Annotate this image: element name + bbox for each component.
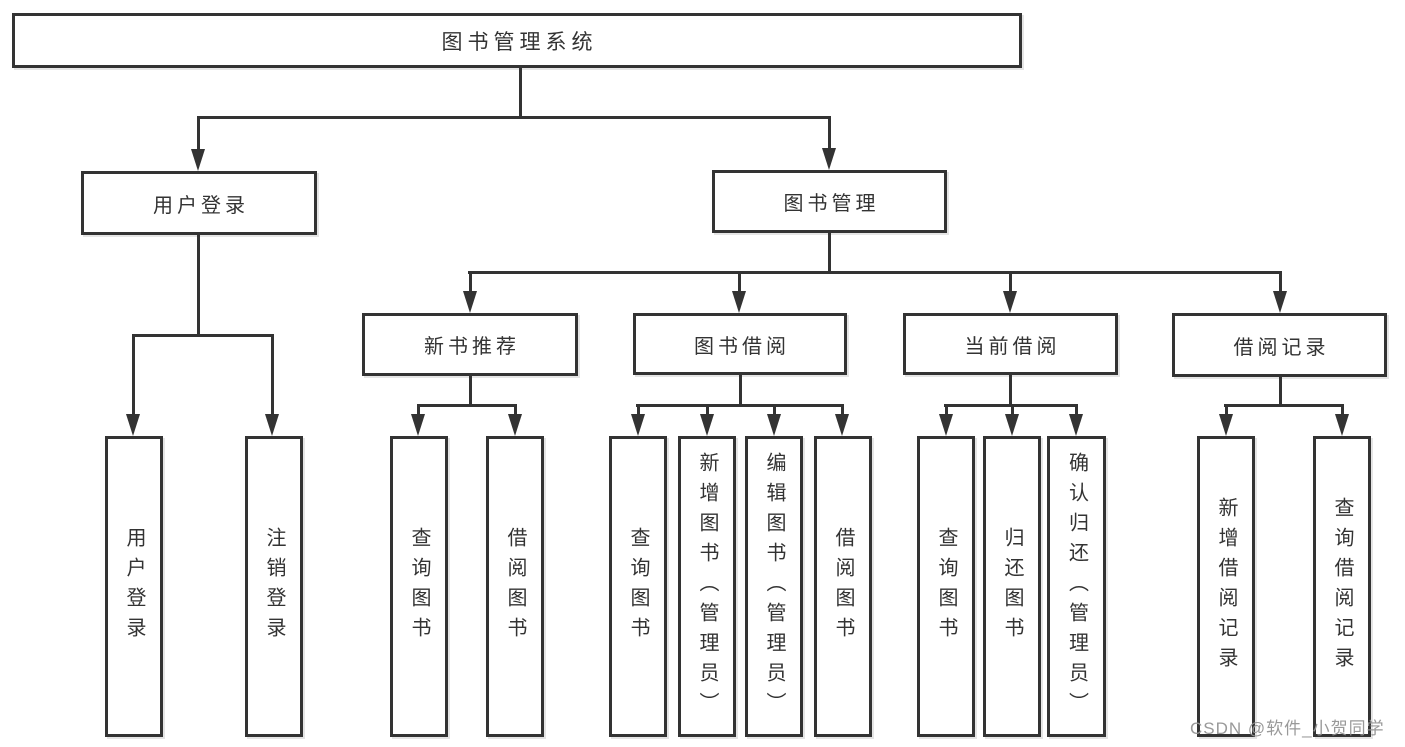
leaf-query-books-2-label: 查询图书 [627,526,649,647]
node-borrow-records: 借阅记录 [1172,313,1387,377]
leaf-edit-books-admin: 编辑图书（管理员） [745,436,803,737]
leaf-add-books-admin: 新增图书（管理员） [678,436,736,737]
connector-hline [197,116,831,119]
arrow-down-icon [939,414,953,436]
arrow-down-icon [631,414,645,436]
arrow-down-icon [1273,291,1287,313]
node-current-borrow-label: 当前借阅 [964,335,1061,358]
connector-vline [841,404,844,416]
leaf-borrow-books-2: 借阅图书 [814,436,872,737]
node-book-management-label: 图书管理 [783,193,880,215]
node-root-label: 图书管理系统 [441,30,598,54]
connector-vline [197,235,200,336]
node-new-book-recommend-label: 新书推荐 [424,336,520,358]
leaf-borrow-books-2-label: 借阅图书 [832,526,854,647]
leaf-confirm-return-admin: 确认归还（管理员） [1047,436,1106,737]
leaf-query-borrow-record-label: 查询借阅记录 [1331,496,1353,677]
arrow-down-icon [265,414,279,436]
arrow-down-icon [700,414,714,436]
connector-vline [738,271,741,293]
leaf-confirm-return-admin-label: 确认归还（管理员） [1065,451,1088,722]
connector-vline [1279,377,1282,407]
arrow-down-icon [508,414,522,436]
node-user-login: 用户登录 [81,171,317,235]
arrow-down-icon [126,414,140,436]
arrow-down-icon [767,414,781,436]
leaf-borrow-books-1-label: 借阅图书 [504,526,526,647]
leaf-edit-books-admin-label: 编辑图书（管理员） [763,451,785,722]
node-user-login-label: 用户登录 [153,194,249,217]
leaf-query-books-3: 查询图书 [917,436,975,737]
connector-vline [519,68,522,119]
leaf-query-books-2: 查询图书 [609,436,667,737]
leaf-query-books-1-label: 查询图书 [408,526,430,647]
connector-vline [1341,404,1344,416]
connector-hline [132,334,274,337]
leaf-add-books-admin-label: 新增图书（管理员） [696,451,718,722]
arrow-down-icon [1003,291,1017,313]
leaf-logout: 注销登录 [245,436,303,737]
arrow-down-icon [1005,414,1019,436]
arrow-down-icon [411,414,425,436]
leaf-logout-label: 注销登录 [263,526,285,647]
leaf-query-borrow-record: 查询借阅记录 [1313,436,1371,737]
connector-vline [945,404,948,416]
node-book-borrow: 图书借阅 [633,313,847,375]
connector-vline [1075,404,1078,416]
connector-vline [1279,271,1282,293]
leaf-add-borrow-record: 新增借阅记录 [1197,436,1255,737]
node-root: 图书管理系统 [12,13,1022,68]
connector-vline [706,404,709,416]
arrow-down-icon [822,148,836,170]
connector-vline [1009,271,1012,293]
connector-hline [636,404,844,407]
leaf-user-login-label: 用户登录 [123,526,145,647]
watermark-text: CSDN @软件_小贺同学 [1190,719,1385,738]
connector-vline [773,404,776,416]
leaf-return-books: 归还图书 [983,436,1041,737]
leaf-query-books-1: 查询图书 [390,436,448,737]
node-new-book-recommend: 新书推荐 [362,313,578,376]
arrow-down-icon [1069,414,1083,436]
connector-vline [1009,375,1012,407]
leaf-user-login: 用户登录 [105,436,163,737]
leaf-borrow-books-1: 借阅图书 [486,436,544,737]
leaf-query-books-3-label: 查询图书 [935,526,957,647]
connector-vline [1225,404,1228,416]
connector-vline [197,116,200,150]
arrow-down-icon [732,291,746,313]
connector-vline [469,376,472,407]
connector-vline [469,271,472,293]
arrow-down-icon [463,291,477,313]
connector-vline [739,375,742,407]
node-book-management: 图书管理 [712,170,947,233]
node-borrow-records-label: 借阅记录 [1233,336,1330,359]
arrow-down-icon [191,149,205,171]
connector-hline [468,271,1282,274]
connector-vline [828,116,831,150]
node-book-borrow-label: 图书借阅 [694,335,790,358]
connector-vline [514,404,517,416]
connector-hline [1224,404,1344,407]
connector-vline [417,404,420,416]
connector-vline [828,233,831,274]
connector-vline [132,334,135,416]
connector-vline [271,334,274,416]
arrow-down-icon [835,414,849,436]
connector-vline [1011,404,1014,416]
leaf-return-books-label: 归还图书 [1001,526,1023,647]
connector-vline [637,404,640,416]
arrow-down-icon [1219,414,1233,436]
arrow-down-icon [1335,414,1349,436]
node-current-borrow: 当前借阅 [903,313,1118,375]
leaf-add-borrow-record-label: 新增借阅记录 [1215,496,1237,677]
connector-hline [417,404,517,407]
